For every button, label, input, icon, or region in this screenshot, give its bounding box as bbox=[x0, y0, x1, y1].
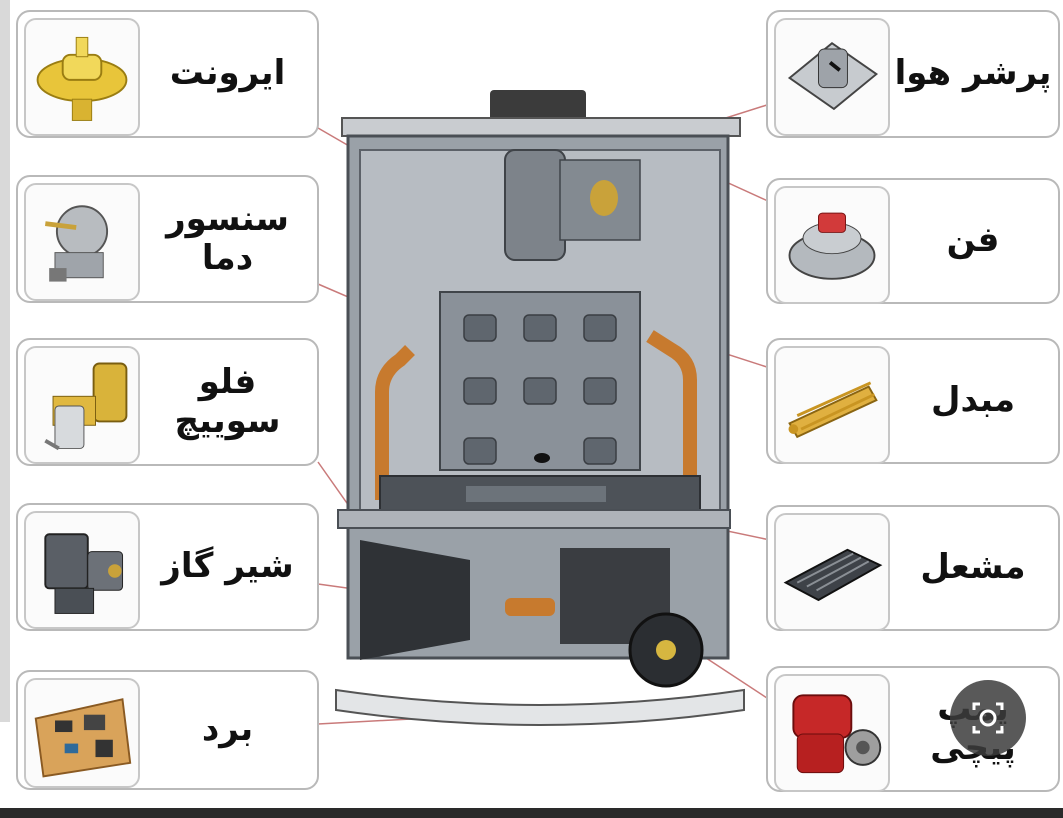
heat-exchanger-icon bbox=[774, 346, 890, 464]
pump-icon bbox=[774, 674, 890, 792]
card-control-board: برد bbox=[16, 670, 319, 790]
label-gas-valve: شیر گاز bbox=[161, 546, 294, 587]
air-pressure-switch-icon bbox=[774, 18, 890, 136]
label-control-board: برد bbox=[201, 709, 254, 750]
card-fan: فن bbox=[766, 178, 1060, 304]
circuit-board-icon bbox=[24, 678, 140, 788]
label-burner: مشعل bbox=[920, 547, 1026, 588]
flow-switch-icon bbox=[24, 346, 140, 464]
card-flow-switch: فلو سوییچ bbox=[16, 338, 319, 466]
card-air-pressure-switch: پرشر هوا bbox=[766, 10, 1060, 138]
card-expansion-tank: ایرونت bbox=[16, 10, 319, 138]
card-temperature-sensor: سنسور دما bbox=[16, 175, 319, 303]
burner-icon bbox=[774, 513, 890, 631]
gas-valve-icon bbox=[24, 511, 140, 629]
card-gas-valve: شیر گاز bbox=[16, 503, 319, 631]
label-expansion-tank: ایرونت bbox=[169, 53, 286, 94]
bottom-bar bbox=[0, 808, 1063, 818]
temperature-sensor-icon bbox=[24, 183, 140, 301]
boiler-cutaway-icon bbox=[335, 90, 745, 726]
left-edge-strip bbox=[0, 0, 10, 722]
fan-icon bbox=[774, 186, 890, 304]
label-flow-switch: فلو سوییچ bbox=[174, 361, 281, 441]
label-air-pressure-switch: پرشر هوا bbox=[894, 53, 1052, 94]
label-temperature-sensor: سنسور دما bbox=[166, 198, 289, 278]
label-fan: فن bbox=[946, 220, 1000, 261]
card-heat-exchanger: مبدل bbox=[766, 338, 1060, 464]
expansion-tank-icon bbox=[24, 18, 140, 136]
label-heat-exchanger: مبدل bbox=[930, 380, 1016, 421]
leader-lines bbox=[317, 103, 771, 725]
card-burner: مشعل bbox=[766, 505, 1060, 631]
lens-search-icon[interactable] bbox=[950, 680, 1026, 756]
